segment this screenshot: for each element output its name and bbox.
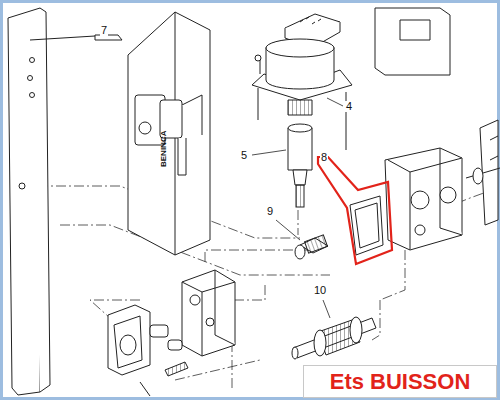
watermark-text: Ets BUISSON bbox=[330, 371, 471, 393]
callout-number: 9 bbox=[266, 206, 274, 217]
column-part bbox=[8, 8, 95, 395]
watermark-box: Ets BUISSON bbox=[303, 365, 497, 398]
callout-number: 5 bbox=[240, 150, 248, 161]
callout-number: 4 bbox=[345, 101, 353, 112]
leader-line bbox=[323, 300, 330, 318]
release-assembly bbox=[95, 35, 235, 396]
brand-text: BENINCA bbox=[160, 130, 168, 168]
motor-part bbox=[252, 14, 352, 150]
coupling-part bbox=[288, 124, 312, 207]
highlight-outline bbox=[318, 157, 392, 264]
callout-number: 7 bbox=[100, 25, 108, 36]
leader-line bbox=[276, 220, 300, 240]
pinion-part bbox=[295, 235, 328, 259]
gearbox-part bbox=[350, 148, 500, 255]
lock-housing bbox=[128, 12, 210, 255]
leader-line bbox=[252, 150, 286, 155]
shaft-part bbox=[292, 317, 376, 359]
callout-number: 8 bbox=[320, 152, 328, 163]
leader-line bbox=[327, 98, 343, 106]
callout-number: 10 bbox=[313, 285, 327, 296]
